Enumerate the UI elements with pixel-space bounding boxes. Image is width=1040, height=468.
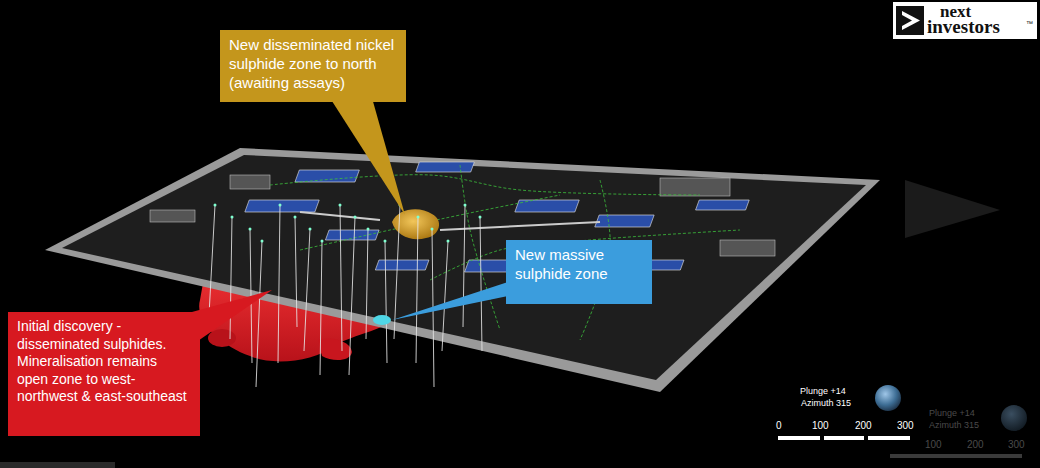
scale-bar: [890, 454, 1022, 458]
map-box: [416, 162, 475, 172]
logo-icon: [896, 6, 924, 35]
logo-text: investors: [927, 17, 1000, 38]
callout-pointer: [392, 282, 508, 320]
drill-hole: [366, 229, 368, 339]
map-box: [230, 175, 270, 189]
scale-bar: [778, 436, 910, 440]
callout-text: New massive sulphide zone: [515, 246, 643, 284]
map-box: [325, 230, 379, 240]
ground-strip: [0, 462, 115, 468]
view-azimuth: Azimuth 315: [929, 421, 979, 431]
view-plunge: Plunge +14: [929, 409, 975, 419]
drill-hole: [416, 217, 418, 363]
collar: [447, 240, 450, 243]
view-azimuth: Azimuth 315: [801, 399, 851, 409]
drill-holes: [209, 204, 482, 388]
map-box: [150, 210, 195, 222]
collar: [249, 228, 252, 231]
logo-box: [893, 2, 1037, 39]
scale-bar: [820, 436, 824, 440]
plane-shadow: [905, 180, 1000, 238]
drill-hole: [463, 205, 465, 327]
collar: [309, 228, 312, 231]
scale-number: 200: [967, 439, 984, 450]
collar: [321, 240, 324, 243]
map-detail: [150, 162, 775, 340]
callout-box: New massive sulphide zone: [506, 240, 652, 304]
map-box: [720, 240, 775, 256]
map-line: [270, 175, 700, 195]
callout-text: Initial discovery - disseminated sulphid…: [17, 318, 191, 406]
drill-hole: [442, 241, 448, 351]
drill-hole: [304, 229, 310, 351]
massive-sulphide-zone: [373, 315, 391, 325]
callout-box: New disseminated nickel sulphide zone to…: [220, 30, 406, 102]
collar: [294, 216, 297, 219]
scale-number: 200: [855, 420, 872, 431]
drill-hole: [385, 241, 387, 363]
collar: [261, 240, 264, 243]
map-box: [295, 170, 359, 182]
scale-number: 100: [925, 439, 942, 450]
orientation-globe: [1001, 405, 1027, 431]
drill-hole: [480, 217, 482, 351]
collar: [339, 204, 342, 207]
logo-icon: [902, 15, 912, 26]
map-line: [440, 222, 600, 230]
drill-hole: [230, 217, 232, 339]
collar: [367, 228, 370, 231]
collar: [464, 204, 467, 207]
collar: [279, 204, 282, 207]
collar: [417, 216, 420, 219]
scale-number: 0: [776, 420, 782, 431]
trademark: ™: [1026, 20, 1033, 28]
collar: [354, 216, 357, 219]
collar: [231, 216, 234, 219]
map-box: [515, 200, 579, 212]
map-box: [696, 200, 750, 210]
drill-hole: [349, 217, 355, 375]
callout-text: New disseminated nickel sulphide zone to…: [229, 36, 397, 92]
drill-hole: [256, 241, 262, 387]
map-box: [660, 178, 730, 196]
scale-number: 100: [812, 420, 829, 431]
collar: [479, 216, 482, 219]
orientation-globe: [875, 385, 901, 411]
drill-hole: [209, 205, 215, 315]
scale-bar: [864, 436, 868, 440]
drill-hole: [278, 205, 280, 363]
map-box: [375, 260, 429, 270]
drill-hole: [295, 217, 297, 327]
logo-icon: [902, 11, 920, 30]
map-box: [595, 215, 654, 227]
collar: [214, 204, 217, 207]
drill-hole: [340, 205, 342, 351]
scale-number: 300: [897, 420, 914, 431]
collar: [384, 240, 387, 243]
callout-pointer: [330, 98, 405, 215]
scale-number: 300: [1008, 439, 1025, 450]
drill-hole: [320, 241, 322, 375]
view-plunge: Plunge +14: [800, 387, 846, 397]
callout-box: Initial discovery - disseminated sulphid…: [8, 312, 200, 436]
collar: [431, 228, 434, 231]
map-box: [245, 200, 319, 212]
